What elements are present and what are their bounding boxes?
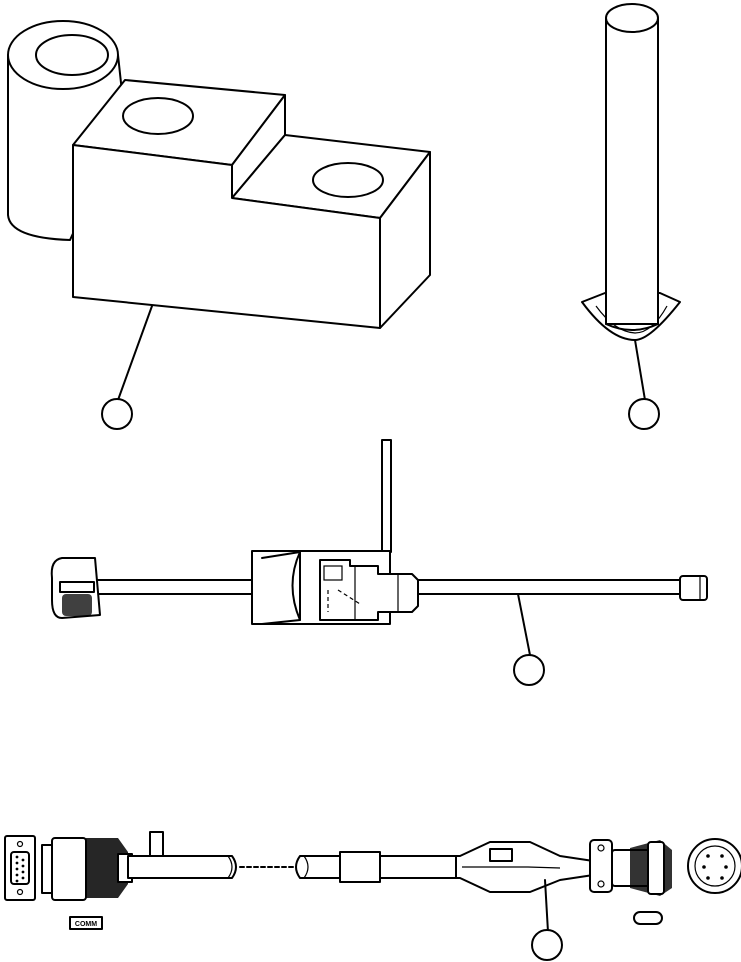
callout-bubble-2 (628, 398, 660, 430)
callouts (101, 398, 660, 961)
cable-assembly-part: COMM (4, 831, 741, 933)
breakout-branch (462, 866, 561, 869)
cable-break-left (227, 855, 233, 879)
callout-bubble-3 (513, 654, 545, 686)
heat-shrink-sleeve (339, 851, 381, 883)
clamp-curve (291, 551, 301, 621)
block-left-hole (122, 97, 194, 135)
block-right-hole (312, 162, 384, 198)
bracket-tab (381, 439, 392, 553)
stepped-block-part (7, 20, 431, 401)
flange-hole-top (597, 844, 605, 852)
fitting-nut (319, 559, 419, 621)
flange-hole-bottom (597, 880, 605, 888)
plug-body (51, 837, 87, 901)
leader-line-4 (544, 879, 549, 933)
rod-end-cap (679, 575, 708, 601)
db9-screw-bottom (16, 888, 24, 896)
cable-segment-left (127, 855, 237, 879)
comm-tag-label: COMM (75, 921, 97, 928)
knob-grip-texture (62, 594, 92, 616)
callout-bubble-4 (531, 929, 563, 961)
leader-line-1 (117, 305, 153, 401)
clamp-inner-outline (261, 551, 301, 625)
callout-bubble-1 (101, 398, 133, 430)
fitting-hidden-lines (327, 589, 361, 612)
round-connector-flange (589, 839, 613, 893)
cable-break-right (303, 855, 309, 879)
connector-face-pins (702, 854, 728, 880)
sleeve-band (379, 855, 457, 879)
oval-tag (633, 911, 663, 925)
comm-tag (69, 916, 103, 930)
leader-line-2 (634, 339, 646, 401)
cylinder-top (7, 20, 119, 90)
db9-shell (10, 851, 30, 885)
db9-pins (15, 855, 25, 883)
db9-screw-top (16, 840, 24, 848)
connector-face-inner (694, 845, 736, 887)
round-connector-ring (647, 841, 665, 895)
connector-face (687, 838, 741, 894)
post-shaft (605, 17, 659, 325)
plug-faceplate (41, 844, 53, 894)
post-part (581, 3, 681, 401)
breakout-marker (489, 848, 513, 862)
post-bottom-rim (605, 323, 659, 331)
leader-line-3 (517, 593, 531, 656)
plug-grip (86, 838, 128, 898)
cylinder-bore (35, 34, 109, 76)
block-side-face (379, 151, 431, 329)
fitting-detail (323, 565, 343, 581)
rod-bracket-part (50, 439, 708, 656)
post-top (605, 3, 659, 33)
rod-knob-band (59, 581, 95, 593)
